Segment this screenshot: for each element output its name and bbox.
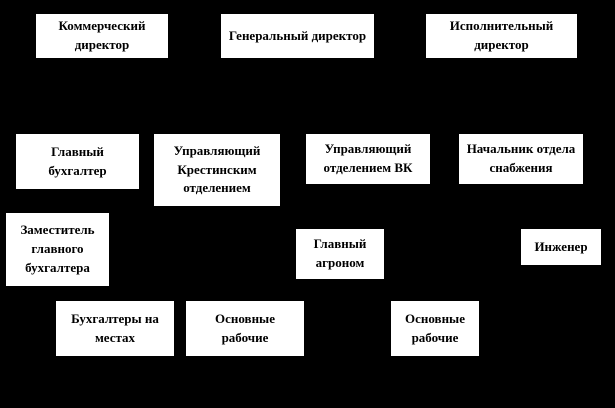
org-box-label: Бухгалтеры на местах — [71, 310, 159, 345]
org-box-label: Начальник отдела снабжения — [466, 141, 576, 175]
org-box-label: Главный бухгалтер — [48, 143, 107, 178]
org-box-label: Коммерческий директор — [58, 18, 146, 52]
org-box-label: Генеральный директор — [228, 27, 367, 43]
org-box-main-workers-2: Основные рабочие — [390, 300, 480, 357]
org-box-krestinsky-manager: Управляющий Крестинским отделением — [153, 133, 281, 207]
org-box-vk-manager: Управляющий отделением ВК — [305, 133, 431, 185]
org-box-field-accountants: Бухгалтеры на местах — [55, 300, 175, 357]
org-box-supply-head: Начальник отдела снабжения — [458, 133, 584, 185]
org-box-label: Инженер — [534, 238, 588, 254]
org-box-label: Управляющий Крестинским отделением — [173, 142, 261, 196]
org-box-label: Главный агроном — [313, 236, 367, 270]
org-box-label: Исполнительный директор — [449, 18, 554, 52]
org-box-label: Заместитель главного бухгалтера — [20, 222, 95, 275]
org-box-commercial-director: Коммерческий директор — [35, 13, 169, 59]
org-box-main-workers-1: Основные рабочие — [185, 300, 305, 357]
org-box-engineer: Инженер — [520, 228, 602, 266]
org-box-label: Управляющий отделением ВК — [323, 141, 413, 175]
org-box-chief-agronomist: Главный агроном — [295, 228, 385, 280]
org-box-general-director: Генеральный директор — [220, 13, 375, 59]
org-box-label: Основные рабочие — [215, 310, 275, 345]
org-box-deputy-accountant: Заместитель главного бухгалтера — [5, 212, 110, 287]
org-box-label: Основные рабочие — [405, 310, 465, 345]
org-box-chief-accountant: Главный бухгалтер — [15, 133, 140, 190]
org-box-executive-director: Исполнительный директор — [425, 13, 578, 59]
